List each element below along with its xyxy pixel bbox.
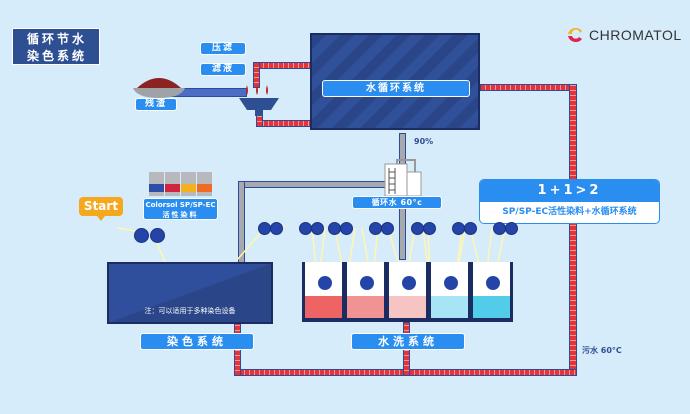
highlight-box: 1+1>2 SP/SP-EC活性染料+水循环系统 xyxy=(479,179,660,224)
waste-water-label: 污水 60°C xyxy=(582,346,622,355)
tank-liquid xyxy=(431,296,468,318)
tank-liquid xyxy=(473,296,510,318)
dyeing-machine: 注：可以适用于多种染色设备 xyxy=(107,262,273,324)
dyeing-system-label: 染色系统 xyxy=(140,333,254,350)
roller xyxy=(381,222,394,235)
start-pointer xyxy=(97,216,105,221)
water-cycle-system-label: 水循环系统 xyxy=(322,80,470,97)
roller xyxy=(360,276,374,290)
diagram-title: 循环节水 染色系统 xyxy=(12,28,100,65)
roller xyxy=(311,222,324,235)
highlight-subtitle: SP/SP-EC活性染料+水循环系统 xyxy=(502,207,637,217)
roller xyxy=(486,276,500,290)
chromatol-logo-icon xyxy=(568,27,582,43)
filter-press-icon xyxy=(239,85,279,116)
dye-product-name: Colorsol SP/SP-EC xyxy=(145,201,216,209)
wash-tank xyxy=(428,262,471,322)
roller xyxy=(150,228,165,243)
residue-pile-icon xyxy=(133,78,185,98)
roller xyxy=(340,222,353,235)
water-cycle-system-box: 水循环系统 xyxy=(310,33,480,130)
wash-tank xyxy=(302,262,345,322)
heat-exchanger-icon xyxy=(384,159,422,196)
roller xyxy=(505,222,518,235)
roller xyxy=(318,276,332,290)
note-text: 注：可以适用于多种染色设备 xyxy=(144,307,236,315)
roller xyxy=(134,228,149,243)
roller xyxy=(444,276,458,290)
title-line-1: 循环节水 xyxy=(27,32,88,46)
title-line-2: 染色系统 xyxy=(27,49,88,63)
start-badge: Start xyxy=(79,197,123,216)
roller xyxy=(270,222,283,235)
dye-product-label: Colorsol SP/SP-EC 活性染料 xyxy=(143,198,218,220)
highlight-headline: 1+1>2 xyxy=(480,180,659,202)
logo-text: CHROMATOL xyxy=(589,27,682,43)
roller xyxy=(423,222,436,235)
roller xyxy=(464,222,477,235)
roller xyxy=(402,276,416,290)
residue-label: 残渣 xyxy=(135,98,177,111)
filtrate-label: 滤液 xyxy=(200,63,246,76)
wash-tank xyxy=(470,262,513,322)
washing-system-label: 水洗系统 xyxy=(351,333,465,350)
wash-tank xyxy=(344,262,387,322)
chromatol-logo: CHROMATOL xyxy=(565,25,682,45)
recovery-rate: 90% xyxy=(414,137,434,146)
dye-product-type: 活性染料 xyxy=(162,211,199,219)
circulating-water-label: 循环水 60°c xyxy=(352,196,442,209)
tank-liquid xyxy=(347,296,384,318)
tank-liquid xyxy=(305,296,342,318)
wash-tank xyxy=(386,262,429,322)
tank-liquid xyxy=(389,296,426,318)
dye-cans-icon xyxy=(149,172,212,196)
press-filter-label: 压滤 xyxy=(200,42,246,55)
